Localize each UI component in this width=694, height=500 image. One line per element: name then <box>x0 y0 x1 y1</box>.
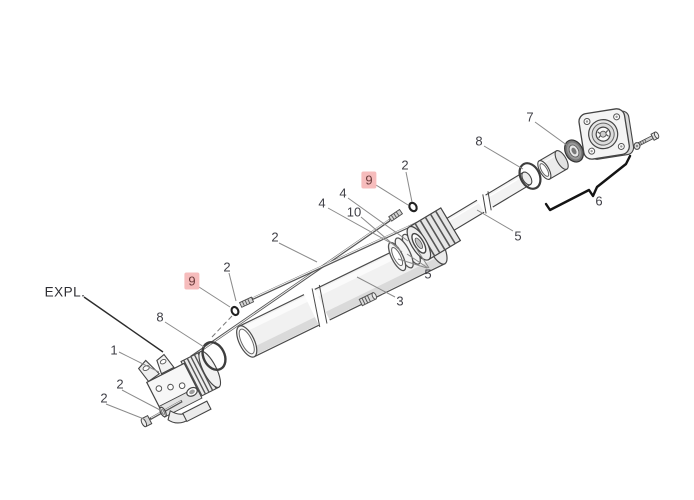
cylinder-tube <box>236 232 448 358</box>
callout-9-upper-highlighted[interactable]: 9 <box>361 171 377 189</box>
o-ring-8-rod-end <box>518 162 542 190</box>
small-o-ring-9-upper <box>408 201 418 213</box>
callout-2-rod-mid[interactable]: 2 <box>271 229 279 245</box>
small-o-ring-9-lower <box>230 305 240 317</box>
leader-lines <box>83 121 569 420</box>
callout-7[interactable]: 7 <box>526 109 534 125</box>
callout-1[interactable]: 1 <box>110 342 118 358</box>
callout-8-rod[interactable]: 8 <box>475 133 483 149</box>
callout-5-rod[interactable]: 5 <box>514 228 522 244</box>
callout-10[interactable]: 10 <box>346 204 362 220</box>
shaft-seal-7 <box>564 139 584 163</box>
flange-screw <box>637 131 660 146</box>
callout-8-block[interactable]: 8 <box>156 309 164 325</box>
group-6-bracket <box>544 154 632 212</box>
flange-nut <box>633 142 641 150</box>
callout-2-washer[interactable]: 2 <box>116 376 124 392</box>
clevis-washer <box>159 406 167 418</box>
bushing <box>537 150 569 180</box>
callout-4-b[interactable]: 4 <box>318 195 326 211</box>
piston-rod <box>406 171 533 261</box>
callout-4-a[interactable]: 4 <box>339 185 347 201</box>
end-flange <box>578 108 635 160</box>
tie-rod-lower <box>238 216 429 308</box>
tie-rod-upper <box>190 208 404 359</box>
clevis-bolt <box>140 399 183 428</box>
callout-2-rod-upper[interactable]: 2 <box>401 157 409 173</box>
tube-port-stud <box>358 292 378 307</box>
callout-3[interactable]: 3 <box>396 293 404 309</box>
callout-expl: EXPL. <box>44 284 86 300</box>
assembly-axis-dashes <box>210 315 233 339</box>
callout-6[interactable]: 6 <box>595 193 603 209</box>
callout-5-seals[interactable]: 5 <box>424 266 432 282</box>
callout-9-lower-highlighted[interactable]: 9 <box>184 272 200 290</box>
callout-2-bolt[interactable]: 2 <box>100 390 108 406</box>
callout-2-rod-lower[interactable]: 2 <box>223 259 231 275</box>
o-ring-8-block-end <box>201 341 227 371</box>
valve-block-assembly <box>137 350 222 424</box>
